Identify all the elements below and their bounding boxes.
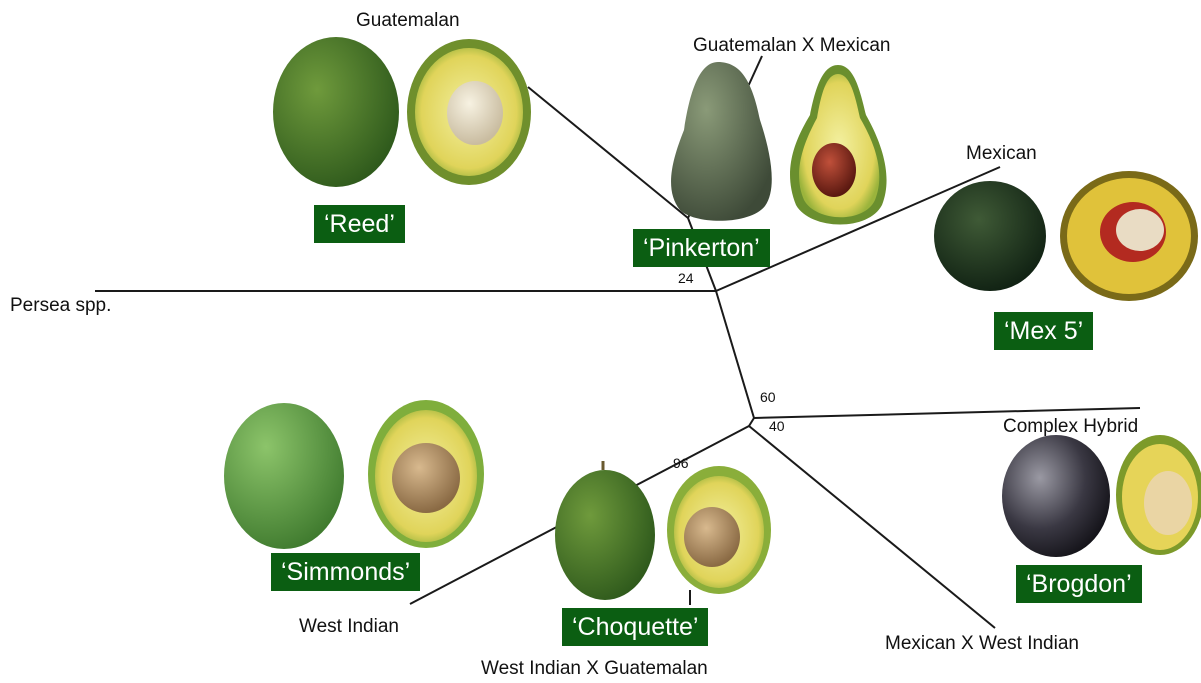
cultivar-reed: ‘Reed’ bbox=[314, 205, 405, 243]
label-west-indian-x-guatemalan: West Indian X Guatemalan bbox=[481, 658, 708, 680]
mex5-avocado-image bbox=[934, 171, 1198, 301]
label-persea-spp: Persea spp. bbox=[10, 295, 111, 317]
brogdon-seed bbox=[1144, 471, 1192, 535]
brogdon-whole-fruit bbox=[1002, 435, 1110, 557]
branch-mid-node-down bbox=[749, 418, 754, 426]
cultivar-choquette: ‘Choquette’ bbox=[562, 608, 708, 646]
reed-whole-fruit bbox=[273, 37, 399, 187]
bootstrap-40: 40 bbox=[769, 418, 785, 434]
bootstrap-60: 60 bbox=[760, 389, 776, 405]
label-mexican: Mexican bbox=[966, 143, 1037, 165]
pinkerton-whole-fruit bbox=[671, 62, 772, 221]
branch-guatemalan-to-reed bbox=[528, 87, 688, 218]
cultivar-mex5: ‘Mex 5’ bbox=[994, 312, 1093, 350]
simmonds-whole-fruit bbox=[224, 403, 344, 549]
branch-spine bbox=[716, 291, 754, 418]
label-guatemalan: Guatemalan bbox=[356, 10, 460, 32]
simmonds-seed bbox=[392, 443, 460, 513]
pinkerton-avocado-image bbox=[671, 62, 887, 225]
label-guatemalan-x-mexican: Guatemalan X Mexican bbox=[693, 35, 891, 57]
bootstrap-96: 96 bbox=[673, 455, 689, 471]
cultivar-brogdon: ‘Brogdon’ bbox=[1016, 565, 1142, 603]
cultivar-simmonds: ‘Simmonds’ bbox=[271, 553, 420, 591]
choquette-whole-fruit bbox=[555, 470, 655, 600]
choquette-avocado-image bbox=[555, 461, 771, 600]
label-mexican-x-west-indian: Mexican X West Indian bbox=[885, 633, 1079, 655]
simmonds-avocado-image bbox=[224, 400, 484, 549]
bootstrap-24: 24 bbox=[678, 270, 694, 286]
cultivar-pinkerton: ‘Pinkerton’ bbox=[633, 229, 770, 267]
brogdon-avocado-image bbox=[1002, 435, 1201, 557]
mex5-whole-fruit bbox=[934, 181, 1046, 291]
pinkerton-seed bbox=[812, 143, 856, 197]
choquette-seed bbox=[684, 507, 740, 567]
branch-mexican-x-west-indian bbox=[749, 426, 995, 628]
reed-seed bbox=[447, 81, 503, 145]
label-west-indian: West Indian bbox=[299, 616, 399, 638]
label-complex-hybrid: Complex Hybrid bbox=[1003, 416, 1138, 438]
reed-avocado-image bbox=[273, 37, 531, 187]
